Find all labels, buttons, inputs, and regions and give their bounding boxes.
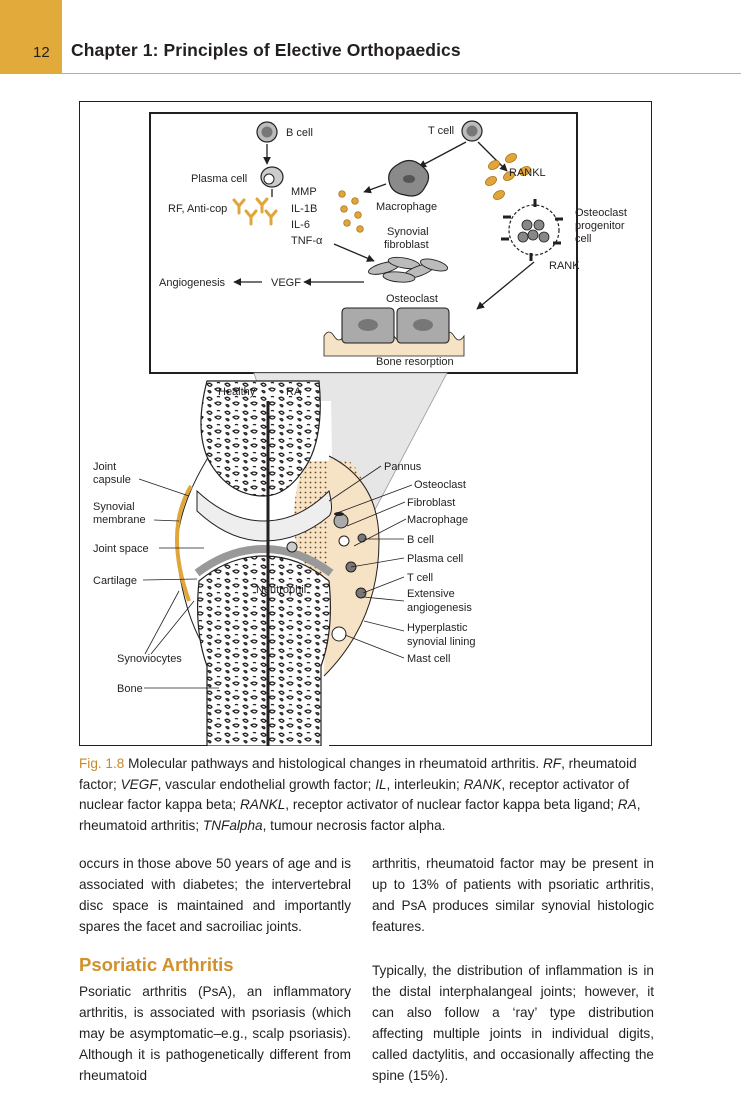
right-column-bottom: Typically, the distribution of inflammat… (372, 960, 654, 1086)
caption-tnf-abbr: TNFalpha (202, 817, 263, 833)
cartilage-label: Cartilage (93, 575, 137, 587)
ra-b-cell-label: B cell (407, 534, 434, 546)
synoviocytes-label: Synoviocytes (117, 653, 182, 665)
joint-healthy-label: Healthy (218, 386, 256, 398)
bone-label: Bone (117, 683, 143, 695)
inset-rankl-label: RANKL (509, 167, 546, 179)
left-column-top: occurs in those above 50 years of age an… (79, 853, 351, 937)
caption-rankl-abbr: RANKL (239, 797, 286, 812)
right-paragraph-1: arthritis, rheumatoid factor may be pres… (372, 856, 654, 934)
synovial-membrane-label-1: Synovial (93, 501, 135, 513)
ra-extensive-label-2: angiogenesis (407, 602, 472, 614)
header-rule (62, 73, 741, 74)
joint-capsule-label-1: Joint (93, 461, 116, 473)
inset-il1b-label: IL-1B (291, 203, 317, 215)
pannus-label: Pannus (384, 461, 422, 473)
inset-rank-label: RANK (549, 260, 580, 272)
caption-il-abbr: IL (375, 776, 387, 792)
ra-callout-lines (328, 465, 413, 659)
ra-extensive-label-1: Extensive (407, 588, 455, 600)
macrophage-icon (388, 159, 430, 197)
rankl-icons (485, 153, 531, 200)
caption-tnf-def: , tumour necrosis factor alpha. (262, 817, 446, 833)
right-column-top: arthritis, rheumatoid factor may be pres… (372, 853, 654, 937)
inset-synovial-1: Synovial (387, 226, 429, 238)
t-cell-icon (461, 120, 483, 142)
caption-rank-def: , receptor activator of nuclear factor k… (79, 776, 630, 813)
synovial-fibroblast-icon (368, 256, 449, 283)
right-paragraph-2: Typically, the distribution of inflammat… (372, 963, 654, 1083)
caption-ra-def: , rheumatoid arthritis; (79, 797, 641, 833)
left-column-bottom: Psoriatic arthritis (PsA), an inflammato… (79, 981, 351, 1086)
inset-mmp-label: MMP (291, 186, 317, 198)
inset-oc-prog-1: Osteoclast (575, 207, 627, 219)
inset-macrophage-label: Macrophage (376, 201, 437, 213)
figure-caption: Fig. 1.8 Molecular pathways and histolog… (79, 754, 654, 836)
inset-angiogenesis-label: Angiogenesis (159, 277, 226, 289)
ra-mast-cell-label: Mast cell (407, 653, 450, 665)
caption-vegf-def: , vascular endothelial growth factor; (157, 776, 372, 792)
inset-oc-prog-3: cell (575, 233, 592, 245)
neutrophil-label: Neutrophil (256, 584, 306, 596)
inset-osteoclast-label: Osteoclast (386, 293, 438, 305)
inset-b-cell-label: B cell (286, 127, 313, 139)
plasma-cell-icon (260, 166, 284, 188)
chapter-title: Chapter 1: Principles of Elective Orthop… (71, 40, 461, 60)
inset-vegf-label: VEGF (271, 277, 301, 289)
caption-ra-abbr: RA (617, 797, 637, 812)
caption-vegf-abbr: VEGF (120, 776, 158, 792)
section-heading: Psoriatic Arthritis (79, 954, 234, 975)
figure-label: Fig. 1.8 (79, 756, 125, 771)
joint-ra-label: RA (286, 386, 302, 398)
caption-il-def: , interleukin; (386, 776, 460, 792)
ra-fibroblast-label: Fibroblast (407, 497, 455, 509)
ra-osteoclast-label: Osteoclast (414, 479, 466, 491)
ra-t-cell-label: T cell (407, 572, 433, 584)
joint-capsule-label-2: capsule (93, 474, 131, 486)
antibody-icons (232, 197, 278, 226)
joint-space-label: Joint space (93, 543, 149, 555)
caption-rf-def: , rheumatoid factor; (79, 756, 637, 792)
caption-rankl-def: , receptor activator of nuclear factor k… (285, 797, 615, 812)
caption-rank-abbr: RANK (463, 776, 502, 792)
ra-plasma-cell-label: Plasma cell (407, 553, 463, 565)
figure-1-8: B cell Plasma cell RF, Anti-cop T cell M… (93, 112, 627, 746)
header-tab (0, 0, 62, 74)
inset-rf-label: RF, Anti-cop (168, 203, 227, 215)
joint-diagram (175, 380, 380, 746)
inset-bone-resorption-label: Bone resorption (376, 356, 454, 368)
b-cell-icon (256, 121, 278, 143)
osteoclast-bone-icon (323, 307, 465, 357)
osteoclast-progenitor-icon (501, 199, 563, 261)
inset-il6-label: IL-6 (291, 219, 310, 231)
left-paragraph-1: occurs in those above 50 years of age an… (79, 856, 351, 934)
inset-oc-prog-2: progenitor (575, 220, 625, 232)
inset-synovial-2: fibroblast (384, 239, 429, 251)
left-paragraph-2: Psoriatic arthritis (PsA), an inflammato… (79, 984, 351, 1083)
inset-plasma-cell-label: Plasma cell (191, 173, 247, 185)
inset-t-cell-label: T cell (428, 125, 454, 137)
inset-tnf-label: TNF-α (291, 235, 323, 247)
page-number: 12 (33, 44, 50, 61)
synovial-membrane-label-2: membrane (93, 514, 146, 526)
cytokine-dots (338, 190, 364, 233)
ra-hyperplastic-label-2: synovial lining (407, 636, 475, 648)
ra-hyperplastic-label-1: Hyperplastic (407, 622, 468, 634)
ra-macrophage-label: Macrophage (407, 514, 468, 526)
caption-rf-abbr: RF (542, 756, 562, 771)
caption-text: Molecular pathways and histological chan… (128, 756, 540, 771)
